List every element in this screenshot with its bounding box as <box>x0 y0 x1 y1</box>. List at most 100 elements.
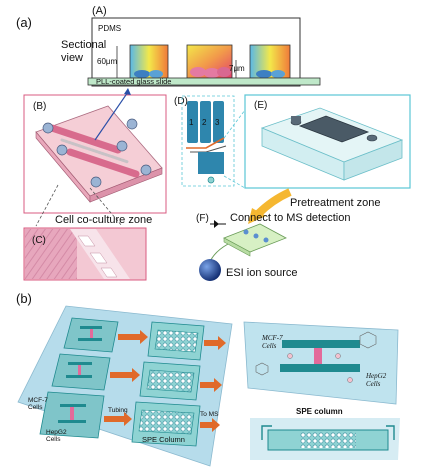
cell-texture <box>25 229 77 279</box>
mini-port <box>243 229 249 235</box>
port <box>90 176 102 188</box>
cell <box>134 70 150 78</box>
zoom-line <box>35 184 59 227</box>
spe-chamber <box>298 115 370 143</box>
sectional-view: (A) PDMS Sectional view 60μm 7μm PLL-coa… <box>61 5 321 87</box>
connector-d-e <box>223 109 246 139</box>
to-ms-label: To MS <box>200 411 219 418</box>
flow-arrow <box>110 368 140 382</box>
molecule <box>347 377 353 383</box>
pink-gap <box>70 407 74 420</box>
channel-bar <box>78 338 102 341</box>
channel-number: 3 <box>215 118 220 127</box>
pdms-label: PDMS <box>98 24 121 33</box>
connector-d-e <box>223 175 246 189</box>
port <box>126 118 138 130</box>
spe-column-detail: SPE column <box>250 407 400 460</box>
panel-b-frame <box>23 94 167 214</box>
pink-gap <box>90 329 93 338</box>
coculture-detail: MCF-7 Cells HepG2 Cells <box>243 321 399 405</box>
chip-row-3: MCF-7 Cells HepG2 Cells Tubing SPE Colum… <box>28 391 220 447</box>
connect-ms-label: Connect to MS detection <box>230 212 350 224</box>
spe-bed <box>146 369 195 393</box>
coculture-zone-label: Cell co-culture zone <box>55 214 152 226</box>
sectional-label-1: Sectional <box>61 39 106 51</box>
channel-2 <box>60 138 130 164</box>
sub-label-b: (B) <box>33 101 46 112</box>
detail-channel <box>280 364 360 372</box>
channel-detail: (D) 1 2 3 <box>174 95 235 187</box>
flow-arrow <box>104 412 132 426</box>
channel-bar <box>68 362 92 365</box>
esi-tube <box>209 243 229 263</box>
channel-number: 1 <box>189 118 194 127</box>
coculture-zoom: (C) <box>23 227 147 281</box>
spe-outlet <box>386 425 395 440</box>
detail-cells-label: Cells <box>262 342 277 350</box>
esi-ball <box>199 259 221 281</box>
port <box>140 164 152 176</box>
spe-bed <box>154 329 199 353</box>
molecule <box>335 353 341 359</box>
channel-pillar <box>187 101 198 143</box>
channel-pillar <box>200 101 211 143</box>
flow-arrow <box>200 378 222 392</box>
channel-number: 2 <box>202 118 207 127</box>
mini-chip-side <box>223 237 251 257</box>
cell <box>149 70 163 78</box>
sub-label-c: (C) <box>32 235 46 246</box>
chemical-structure <box>255 362 269 376</box>
sub-label-f: (F) <box>196 213 209 224</box>
esi-label: ESI ion source <box>226 267 298 279</box>
detail-mcf7-label: MCF-7 <box>261 334 283 342</box>
port <box>42 122 54 134</box>
arrow-to-section <box>94 91 129 141</box>
zoom-line <box>89 187 123 227</box>
barrier-block <box>77 235 96 247</box>
sub-label-d: (D) <box>174 96 188 107</box>
flow-arrow <box>200 418 220 432</box>
spe-column-chip-label: SPE Column <box>142 435 185 444</box>
port <box>116 140 128 152</box>
mini-port <box>263 237 269 243</box>
sectional-label-2: view <box>61 52 83 64</box>
pretreatment-label: Pretreatment zone <box>290 197 381 209</box>
cell <box>190 67 206 77</box>
flow-arrow <box>204 336 226 350</box>
detail-gap <box>314 348 322 364</box>
detail-channel <box>282 340 360 348</box>
flow-arrow <box>255 188 292 217</box>
spe-column-packing <box>300 432 356 448</box>
outlet-port <box>207 176 215 184</box>
cell <box>256 70 272 78</box>
flow-line <box>186 137 225 149</box>
sub-label-a: (A) <box>92 5 107 17</box>
spe-inlet <box>261 425 272 440</box>
glass-slide-label: PLL-coated glass slide <box>96 77 171 86</box>
outlet-tube <box>366 134 378 142</box>
spe-column-label: SPE column <box>296 407 343 416</box>
pretreatment-chip: (E) <box>244 94 411 189</box>
glass-slide <box>87 77 321 86</box>
detail-cells-label-2: Cells <box>366 380 381 388</box>
channel-bar <box>66 375 92 378</box>
panel-d-dash-frame <box>181 95 235 187</box>
detail-hepg2-label: HepG2 <box>365 372 387 380</box>
syringe-tip <box>214 220 219 228</box>
mini-port <box>253 233 259 239</box>
cells-label: Cells <box>28 404 43 411</box>
cell <box>217 67 231 77</box>
esi-setup: (F) ESI ion source <box>196 213 298 281</box>
channel-bar <box>80 326 102 329</box>
chip-row-1 <box>63 317 226 361</box>
panel-e-frame <box>244 94 411 189</box>
chemical-structure <box>359 331 377 349</box>
channel-1 <box>48 124 122 154</box>
dim-gap-label: 7μm <box>229 64 245 73</box>
channel-pillar <box>213 101 224 143</box>
barrier-block <box>100 267 118 278</box>
tubing-label: Tubing <box>108 407 128 414</box>
chip-overview: (B) Cell co-culture zone <box>23 88 167 227</box>
flow-arrow-head <box>248 208 266 224</box>
